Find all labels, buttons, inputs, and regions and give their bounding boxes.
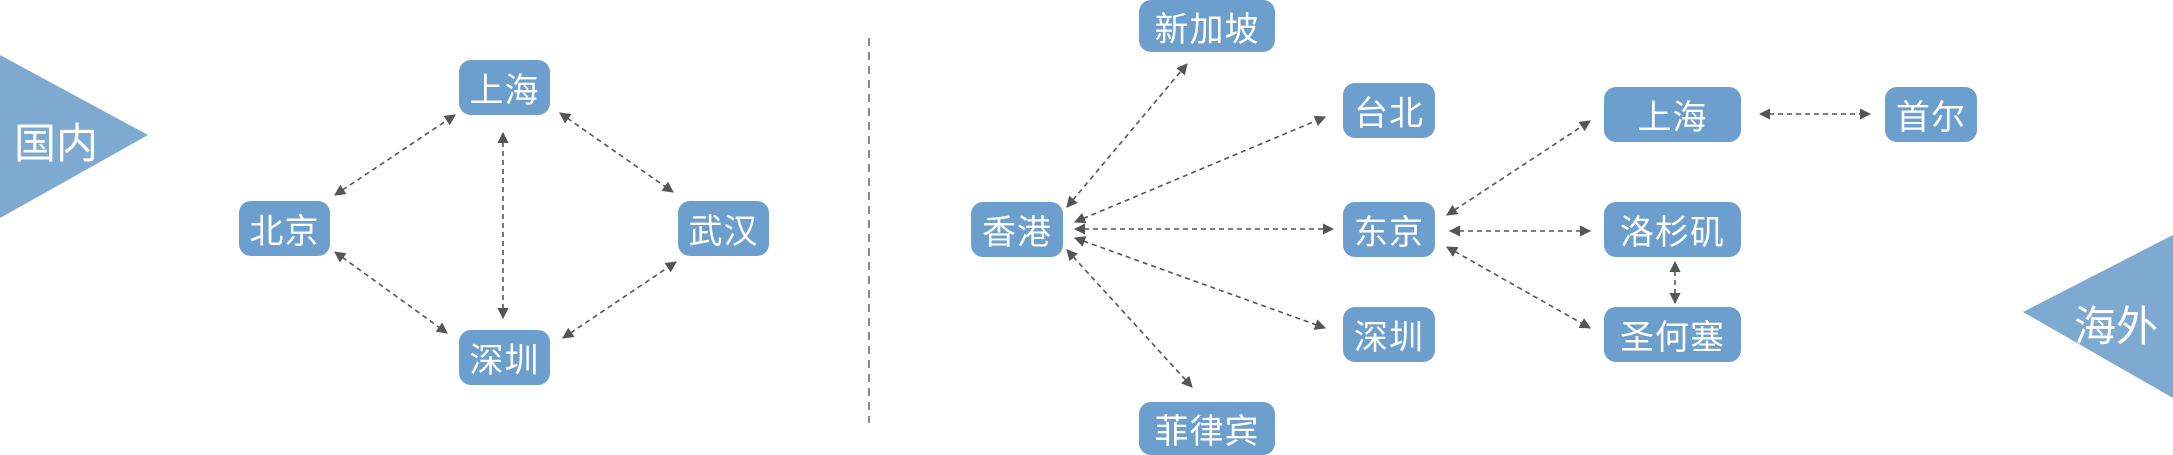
node-overseas-los-angeles: 洛杉矶 [1604, 202, 1741, 257]
node-overseas-shanghai: 上海 [1604, 87, 1741, 142]
domestic-triangle [0, 55, 148, 218]
link-hongkong-shenzhen [1073, 236, 1327, 330]
node-overseas-san-jose: 圣何塞 [1604, 307, 1741, 362]
node-overseas-shenzhen: 深圳 [1343, 307, 1435, 362]
node-domestic-beijing: 北京 [239, 201, 330, 256]
link-tokyo-shanghai [1446, 120, 1591, 216]
node-overseas-singapore: 新加坡 [1139, 0, 1275, 52]
node-domestic-wuhan: 武汉 [678, 201, 769, 256]
link-beijing-shenzhen [334, 251, 448, 334]
link-hongkong-singapore [1066, 63, 1188, 208]
overseas-triangle [2023, 235, 2173, 398]
link-tokyo-san-jose [1446, 246, 1591, 329]
node-domestic-shenzhen: 深圳 [459, 330, 550, 385]
link-hongkong-manila [1066, 249, 1193, 388]
node-overseas-taipei: 台北 [1343, 83, 1435, 138]
node-overseas-tokyo: 东京 [1343, 202, 1435, 257]
node-overseas-manila: 菲律宾 [1139, 402, 1275, 455]
node-overseas-hongkong: 香港 [971, 202, 1063, 257]
link-shenzhen-wuhan [562, 261, 677, 339]
link-hongkong-taipei [1073, 115, 1327, 224]
overseas-label: 海外 [2074, 302, 2159, 351]
link-shanghai-wuhan [559, 112, 674, 193]
link-beijing-shanghai [334, 114, 456, 196]
node-overseas-seoul: 首尔 [1885, 87, 1977, 142]
node-domestic-shanghai: 上海 [459, 60, 550, 115]
domestic-label: 国内 [14, 119, 99, 168]
